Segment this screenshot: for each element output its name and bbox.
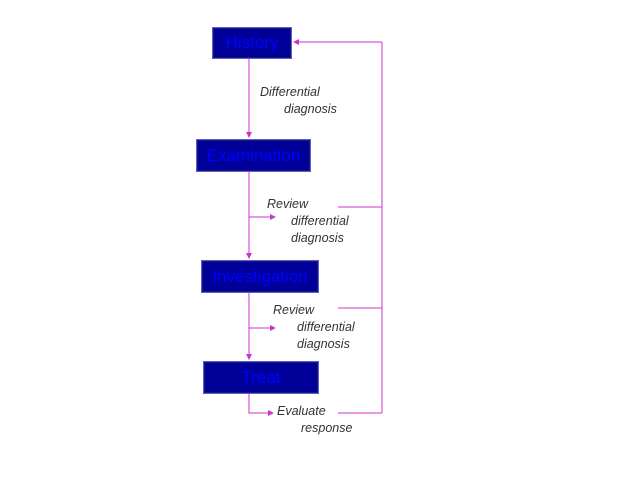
step-investigation: Investigation <box>201 260 319 293</box>
note-line: differential <box>291 214 349 228</box>
step-investigation-label: Investigation <box>212 266 308 286</box>
note-evaluate-response: Evaluate response <box>277 403 352 437</box>
note-line: diagnosis <box>297 337 350 351</box>
note-differential-diagnosis: Differential diagnosis <box>260 84 337 118</box>
note-line: Review <box>273 303 314 317</box>
note-line: differential <box>297 320 355 334</box>
step-history: History <box>212 27 292 59</box>
step-treat: Treat <box>203 361 319 394</box>
note-line: diagnosis <box>291 231 344 245</box>
step-examination-label: Examination <box>206 145 301 165</box>
step-treat-label: Treat <box>241 367 281 387</box>
branch-evaluate <box>248 394 274 416</box>
step-examination: Examination <box>196 139 311 172</box>
note-line: Evaluate <box>277 404 326 418</box>
note-line: Differential <box>260 85 320 99</box>
note-review-investigation: Review differential diagnosis <box>273 302 355 353</box>
note-line: Review <box>267 197 308 211</box>
note-review-examination: Review differential diagnosis <box>267 196 349 247</box>
note-line: diagnosis <box>284 102 337 116</box>
note-line: response <box>301 421 353 435</box>
step-history-label: History <box>225 33 279 52</box>
